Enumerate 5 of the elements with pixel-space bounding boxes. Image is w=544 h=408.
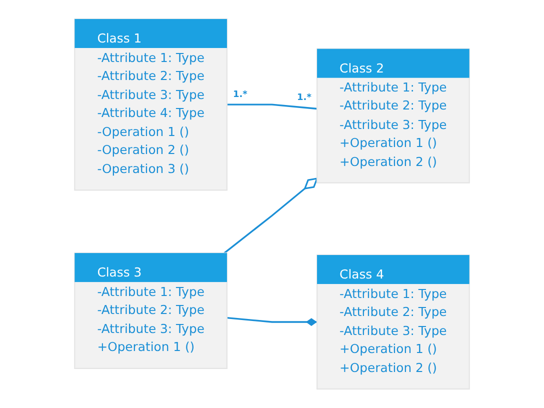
multiplicity-label: 1.* — [297, 94, 312, 104]
connector — [226, 316, 318, 326]
connector — [226, 104, 318, 110]
multiplicity-label: 1.* — [232, 90, 248, 100]
connector — [224, 178, 318, 254]
